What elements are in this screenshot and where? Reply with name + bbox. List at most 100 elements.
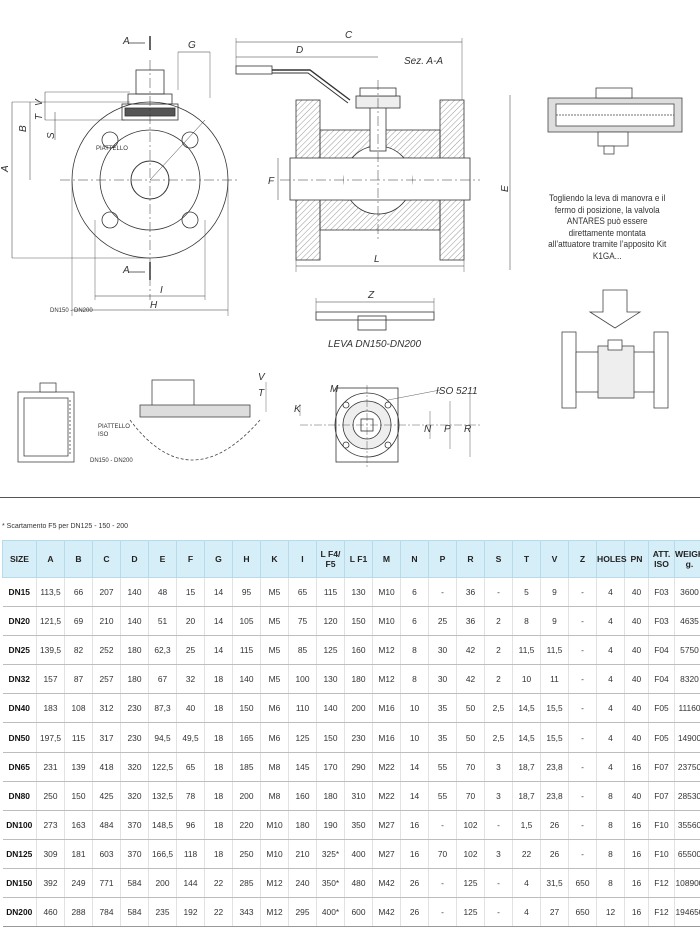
table-cell: 26 <box>400 868 429 899</box>
table-cell: 140 <box>316 693 345 724</box>
table-cell: 150 <box>232 693 261 724</box>
table-cell: 230 <box>120 693 149 724</box>
front-view: DN150 - DN200 PIATTELLO <box>11 36 240 316</box>
table-cell: 10 <box>400 722 429 753</box>
table-cell: 148,5 <box>148 810 177 840</box>
table-cell: 23,8 <box>540 752 569 782</box>
table-cell: 40 <box>624 722 649 753</box>
table-cell: F04 <box>648 635 675 666</box>
dim-label-a: A <box>122 36 130 47</box>
plate-label-iso: ISO <box>98 432 109 438</box>
table-cell: 22 <box>512 839 541 869</box>
table-cell: 325* <box>316 839 345 869</box>
table-cell: 157 <box>36 664 65 695</box>
table-cell: 11,5 <box>540 635 569 666</box>
table-cell: 50 <box>456 693 485 724</box>
table-cell: 70 <box>456 752 485 782</box>
table-cell: F04 <box>648 664 675 695</box>
table-cell: - <box>484 868 513 899</box>
table-cell: M42 <box>372 868 401 899</box>
table-cell: 14 <box>204 635 233 666</box>
technical-drawing: DN150 - DN200 PIATTELLO A A G A B V T S … <box>0 30 683 468</box>
table-cell: 26 <box>400 897 429 928</box>
dim-label-p: P <box>444 424 451 435</box>
table-cell: 4635 <box>674 606 700 637</box>
table-cell: 18 <box>204 781 233 811</box>
table-cell: 14,5 <box>512 722 541 753</box>
table-cell: 66 <box>64 577 93 608</box>
table-cell: - <box>568 664 597 695</box>
table-cell: 2,5 <box>484 693 513 724</box>
table-cell: 130 <box>316 664 345 695</box>
down-arrow-icon <box>588 289 642 329</box>
table-cell: 87 <box>64 664 93 695</box>
actuator-drawing <box>547 87 683 155</box>
table-cell: 55 <box>428 752 457 782</box>
table-cell: 484 <box>92 810 121 840</box>
column-header: G <box>204 540 233 578</box>
table-cell: F03 <box>648 577 675 608</box>
table-cell: 69 <box>64 606 93 637</box>
table-cell: - <box>568 577 597 608</box>
table-cell: M12 <box>372 635 401 666</box>
table-cell: M12 <box>260 897 289 928</box>
table-cell: 784 <box>92 897 121 928</box>
dim-label-m: M <box>330 384 339 395</box>
table-cell: 25 <box>428 606 457 637</box>
table-cell: M42 <box>372 897 401 928</box>
table-cell: M5 <box>260 606 289 637</box>
table-cell: 320 <box>120 781 149 811</box>
table-cell: M10 <box>372 577 401 608</box>
table-cell: - <box>568 752 597 782</box>
table-cell: 36 <box>456 577 485 608</box>
table-cell: M10 <box>372 606 401 637</box>
size-cell: DN50 <box>2 722 37 753</box>
table-cell: 603 <box>92 839 121 869</box>
table-cell: 118 <box>176 839 205 869</box>
table-cell: 200 <box>232 781 261 811</box>
table-cell: 115 <box>64 722 93 753</box>
table-cell: - <box>568 722 597 753</box>
table-cell: 16 <box>624 868 649 899</box>
table-cell: 140 <box>120 606 149 637</box>
table-cell: 113,5 <box>36 577 65 608</box>
table-cell: 460 <box>36 897 65 928</box>
table-cell: M6 <box>260 722 289 753</box>
dim-label-n: N <box>424 424 432 435</box>
size-cell: DN20 <box>2 606 37 637</box>
table-cell: 31,5 <box>540 868 569 899</box>
table-cell: F05 <box>648 722 675 753</box>
dim-label-c: C <box>345 30 353 41</box>
table-cell: M5 <box>260 577 289 608</box>
table-cell: 40 <box>624 606 649 637</box>
size-cell: DN80 <box>2 781 37 811</box>
table-cell: 295 <box>288 897 317 928</box>
column-header: H <box>232 540 261 578</box>
table-cell: 11160 <box>674 693 700 724</box>
column-header: S <box>484 540 513 578</box>
dim-label-l: L <box>374 254 380 265</box>
table-cell: 14900 <box>674 722 700 753</box>
table-cell: 139 <box>64 752 93 782</box>
table-cell: 8320 <box>674 664 700 695</box>
footnote: * Scartamento F5 per DN125 - 150 - 200 <box>2 523 129 530</box>
table-cell: 480 <box>344 868 373 899</box>
table-cell: 28530 <box>674 781 700 811</box>
table-cell: 4 <box>596 722 625 753</box>
table-cell: 160 <box>344 635 373 666</box>
table-cell: 220 <box>232 810 261 840</box>
table-cell: 55 <box>428 781 457 811</box>
table-cell: 180 <box>120 664 149 695</box>
table-cell: 8 <box>400 664 429 695</box>
column-header: R <box>456 540 485 578</box>
table-cell: 121,5 <box>36 606 65 637</box>
table-cell: 200 <box>148 868 177 899</box>
table-cell: 6 <box>400 577 429 608</box>
size-cell: DN150 <box>2 868 37 899</box>
table-cell: M10 <box>260 810 289 840</box>
size-cell: DN100 <box>2 810 37 840</box>
